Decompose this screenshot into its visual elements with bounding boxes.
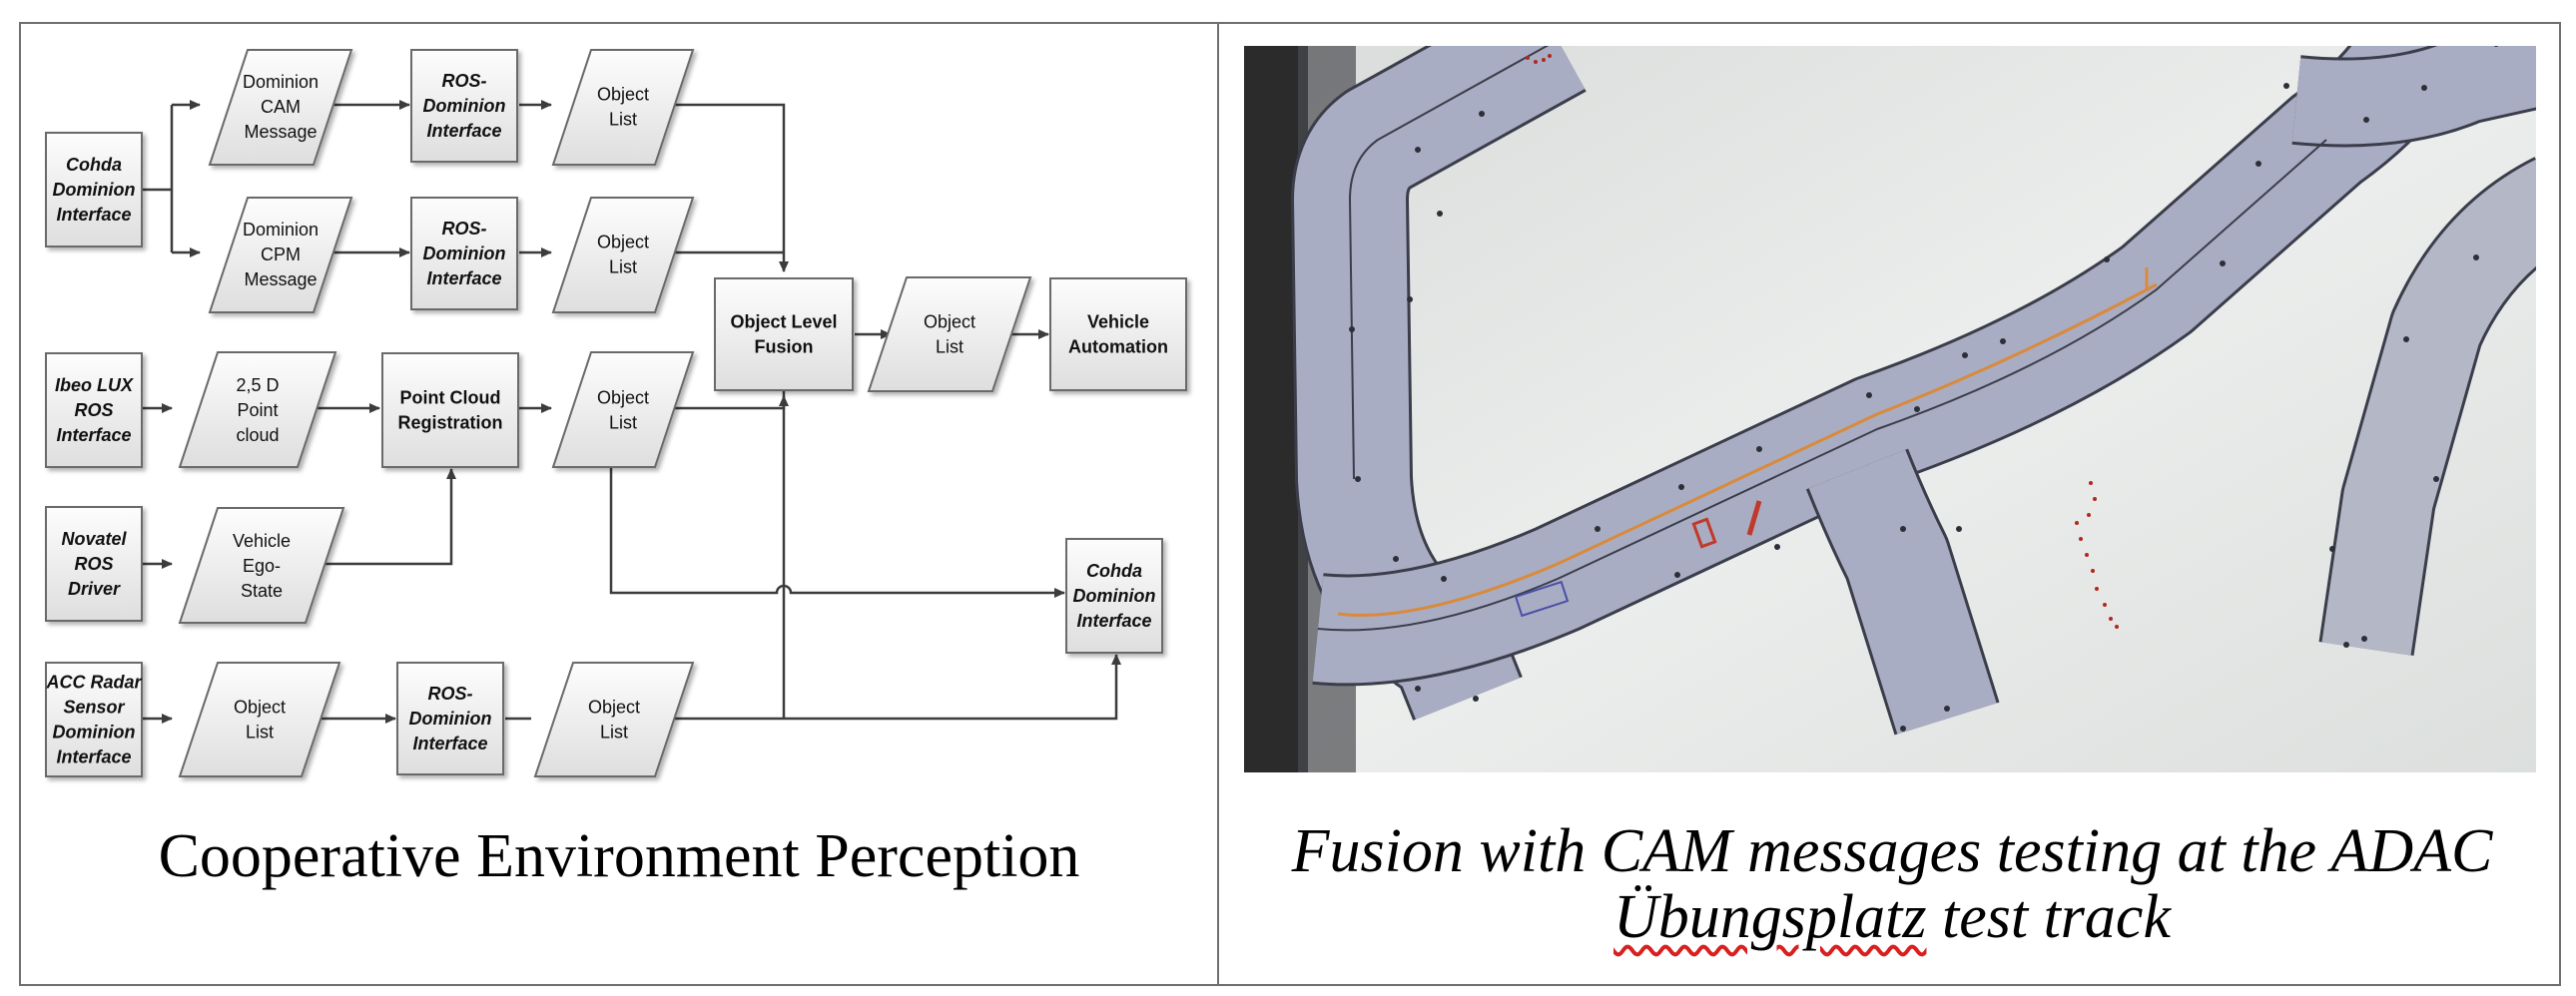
- connector-lines: [143, 100, 1121, 724]
- node-egostate: [178, 507, 345, 624]
- node-ibeo: [45, 352, 143, 468]
- node-cohda-in: [45, 132, 143, 248]
- photo-caption-line-2: Übungsplatz test track: [1238, 884, 2546, 950]
- road-top-right: [2291, 46, 2536, 145]
- arrow-objlist-5-to-cohda-out: [669, 654, 1121, 721]
- node-obj-5: [533, 662, 695, 777]
- road-right: [2321, 159, 2536, 656]
- test-track-photo: [1244, 46, 2536, 772]
- node-cohda-out: [1065, 538, 1163, 654]
- panel-divider: [1217, 22, 1219, 986]
- node-fusion: [714, 277, 854, 391]
- node-novatel: [45, 506, 143, 622]
- photo-caption: Fusion with CAM messages testing at the …: [1238, 818, 2546, 950]
- photo-caption-line-1: Fusion with CAM messages testing at the …: [1291, 817, 2493, 885]
- node-cam-msg: [208, 49, 353, 166]
- arrow-objlist-3-to-cohda-out: [609, 466, 1065, 598]
- node-obj-4: [178, 662, 341, 777]
- lane-line-left: [1349, 46, 1550, 480]
- point-cloud-detections: [1526, 54, 2119, 629]
- node-automation: [1049, 277, 1187, 391]
- lane-line: [1317, 139, 2327, 632]
- node-obj-1: [551, 49, 695, 166]
- node-registration: [381, 352, 519, 468]
- cam-vehicle-heading: [1746, 500, 1762, 536]
- node-ros-if-2: [410, 197, 518, 310]
- figure-frame: [19, 22, 2561, 986]
- road-down: [1808, 449, 1997, 735]
- diagram-caption: Cooperative Environment Perception: [158, 822, 1080, 890]
- cam-vehicle-marker: [1691, 517, 1717, 549]
- photo-caption-spellcheck-word: Übungsplatz: [1613, 883, 1927, 951]
- node-pointcloud: [178, 351, 337, 468]
- vehicle-trajectory: [1337, 282, 2158, 617]
- node-obj-fused: [867, 276, 1032, 392]
- map-vertices: [1349, 46, 2499, 732]
- ego-vehicle-marker: [1514, 580, 1570, 618]
- photo-caption-line-2-rest: test track: [1926, 883, 2171, 951]
- detected-vehicles: [1514, 500, 1762, 618]
- node-ros-if-3: [396, 662, 504, 775]
- road-network: [1291, 46, 2536, 736]
- node-obj-3: [551, 351, 695, 468]
- node-ros-if-1: [410, 49, 518, 163]
- arrow-objlist-1-to-fusion: [669, 103, 789, 272]
- node-cpm-msg: [208, 197, 353, 313]
- arrow-egostate-to-registration: [300, 468, 456, 566]
- node-acc: [45, 662, 143, 777]
- node-obj-2: [551, 197, 695, 313]
